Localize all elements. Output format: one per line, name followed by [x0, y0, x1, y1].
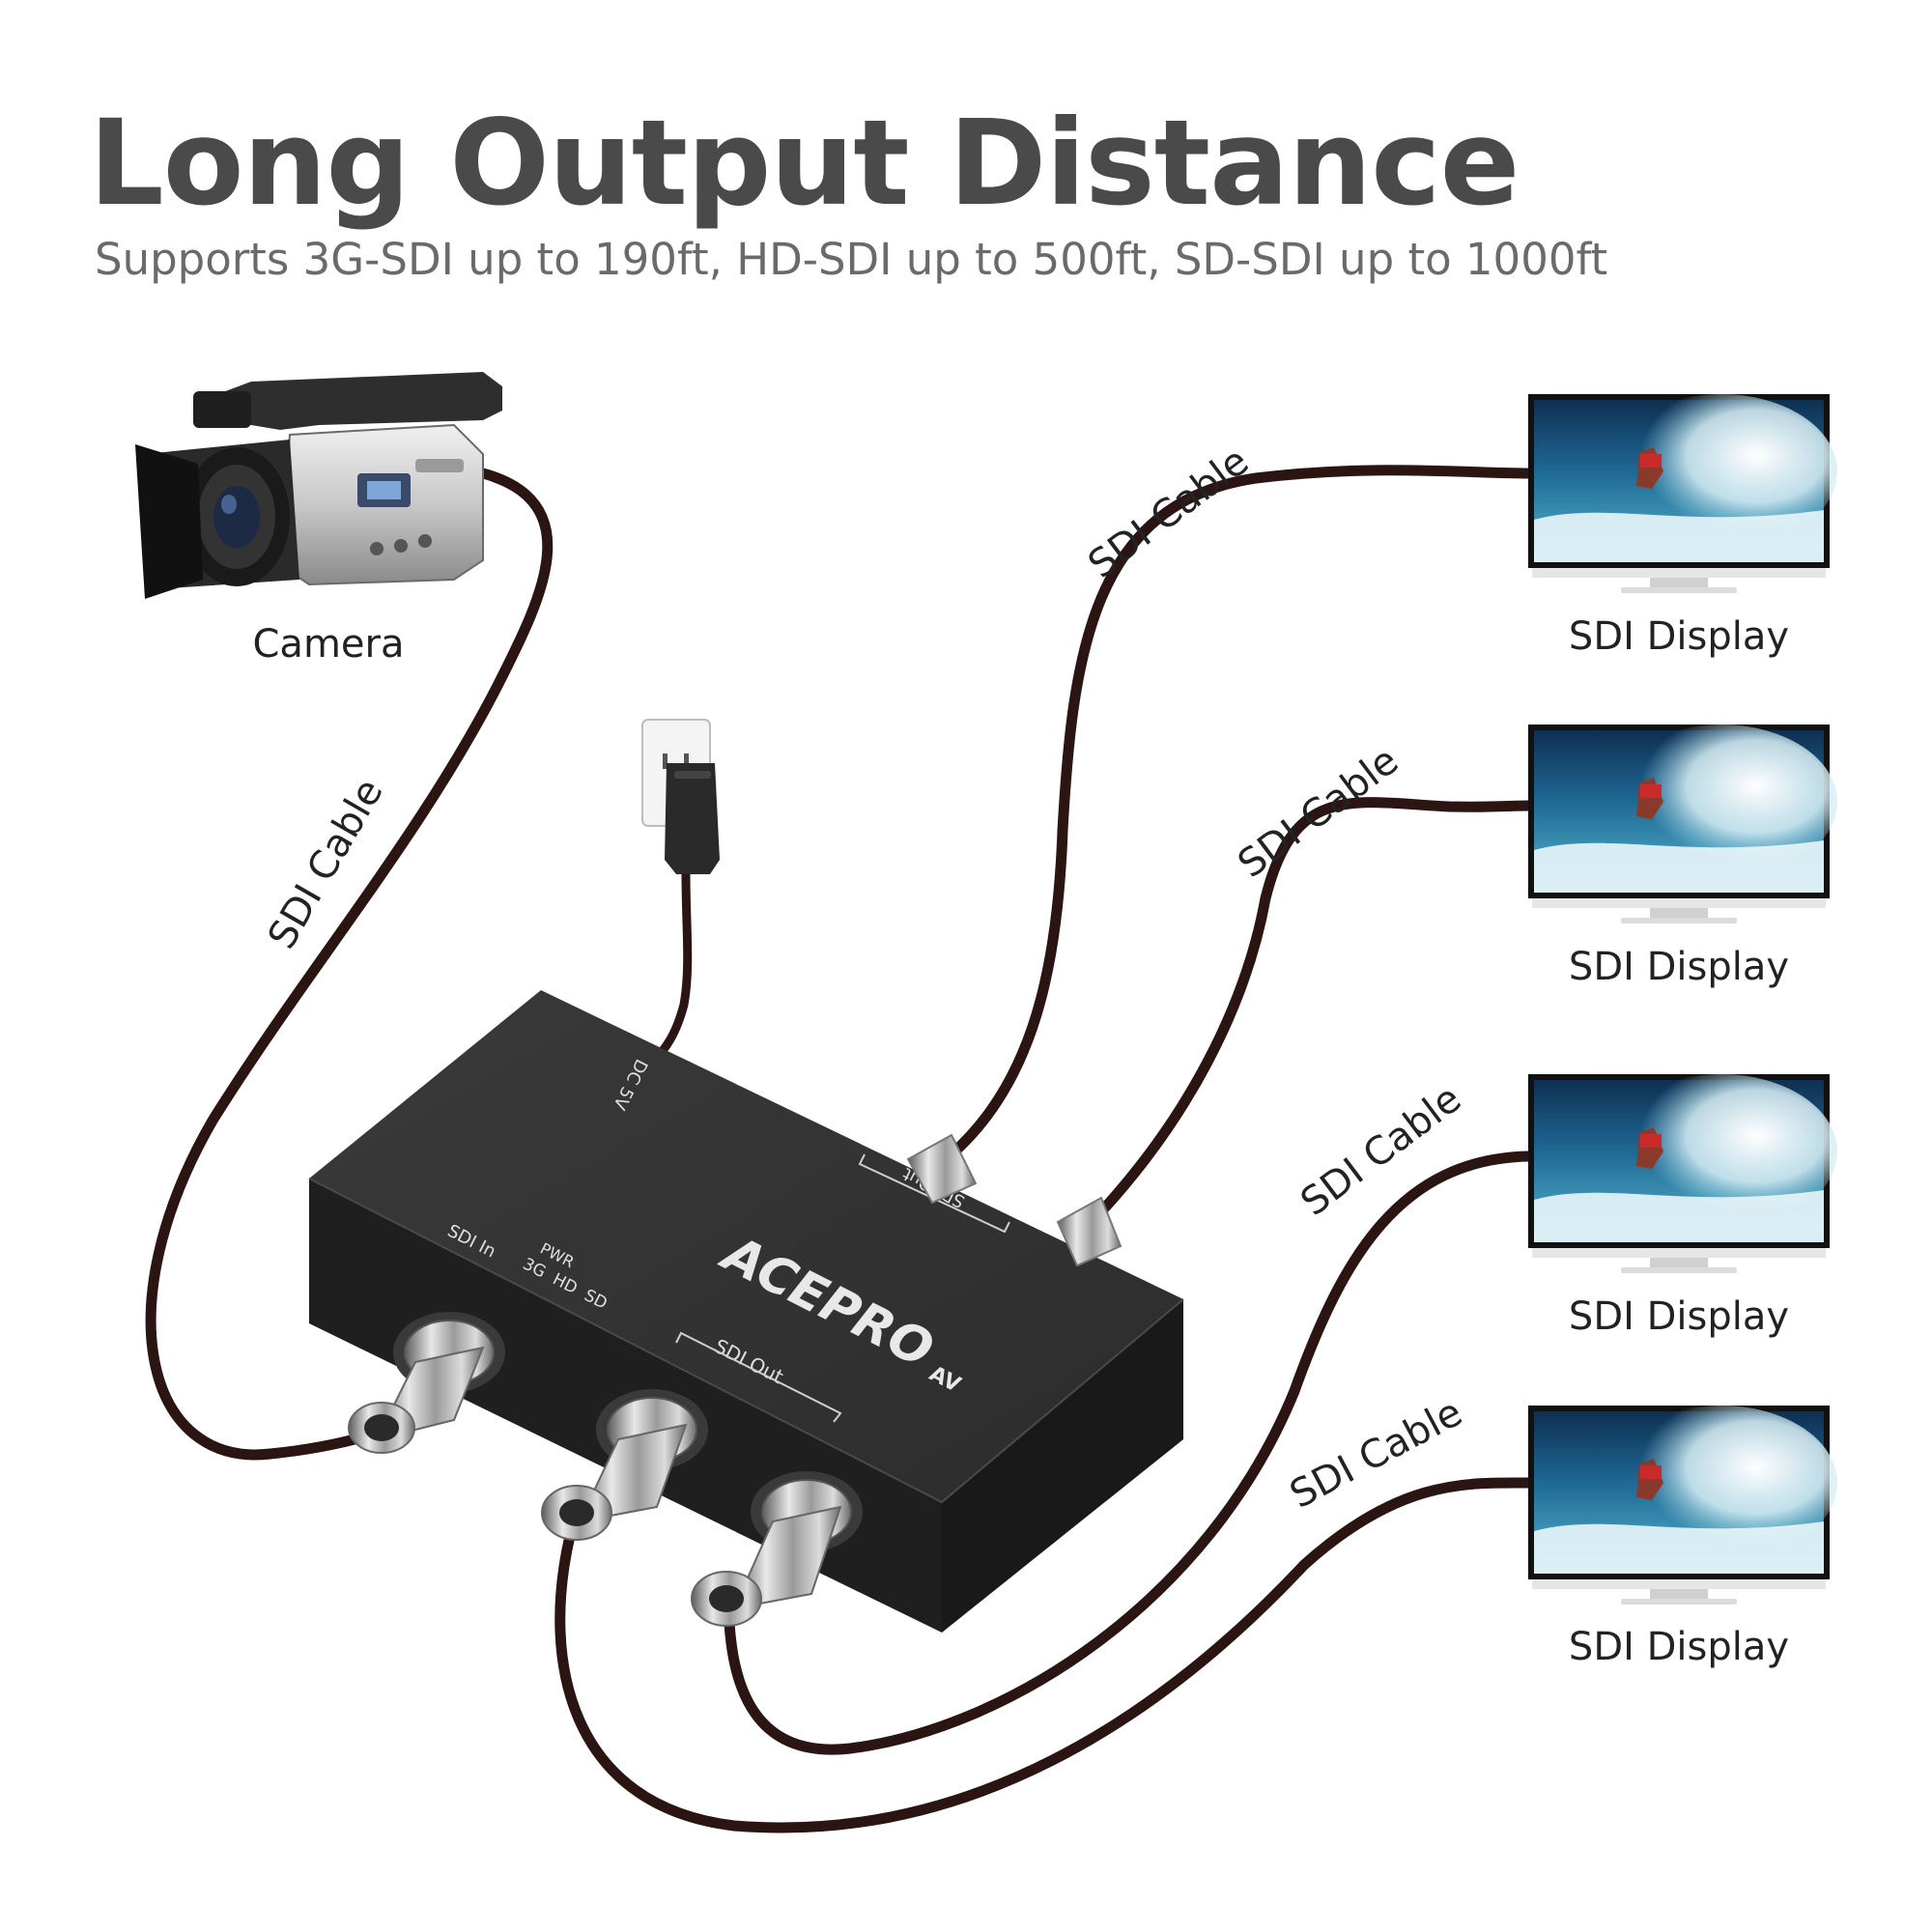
cable-label: SDI Cable [1293, 1076, 1469, 1225]
display-label: SDI Display [1569, 945, 1789, 989]
display-label: SDI Display [1569, 1625, 1789, 1669]
cable-label: SDI Cable [1230, 738, 1406, 887]
sdi-display-icon [1528, 394, 1837, 593]
cable-camera-to-sdi-in [145, 468, 554, 1461]
sdi-display-icon [1528, 1406, 1837, 1605]
power-cable [647, 869, 693, 1067]
cable-label: SDI Cable [1283, 1390, 1469, 1518]
bnc-connector-back-out-2 [1056, 1196, 1122, 1267]
bnc-connector-front-out-1 [541, 1389, 708, 1541]
page-title: Long Output Distance [89, 95, 1520, 232]
cable-to-display-4 [554, 1477, 1534, 1833]
bnc-connector-back-out-1 [906, 1133, 978, 1205]
sdi-display-icon [1528, 724, 1837, 923]
page-subtitle: Supports 3G-SDI up to 190ft, HD-SDI up t… [95, 234, 1608, 285]
power-adapter-icon [665, 763, 720, 874]
sdi-splitter-device: ACEPRO AV SDI In PWR 3G HD SD SDI Out SD… [308, 990, 1184, 1633]
cables [145, 465, 1534, 1833]
display-label: SDI Display [1569, 614, 1789, 659]
bnc-connector-sdi-in [348, 1312, 505, 1454]
cable-to-display-3 [724, 1151, 1534, 1755]
cable-label: SDI Cable [260, 772, 392, 956]
cable-to-display-2 [1086, 797, 1534, 1228]
display-label: SDI Display [1569, 1294, 1789, 1339]
cable-label: SDI Cable [1080, 439, 1257, 587]
camera-label: Camera [253, 622, 405, 667]
cable-to-display-1 [946, 465, 1534, 1160]
sdi-display-icon [1528, 1074, 1837, 1273]
bnc-connector-front-out-2 [691, 1471, 863, 1627]
camera-icon [135, 372, 502, 599]
